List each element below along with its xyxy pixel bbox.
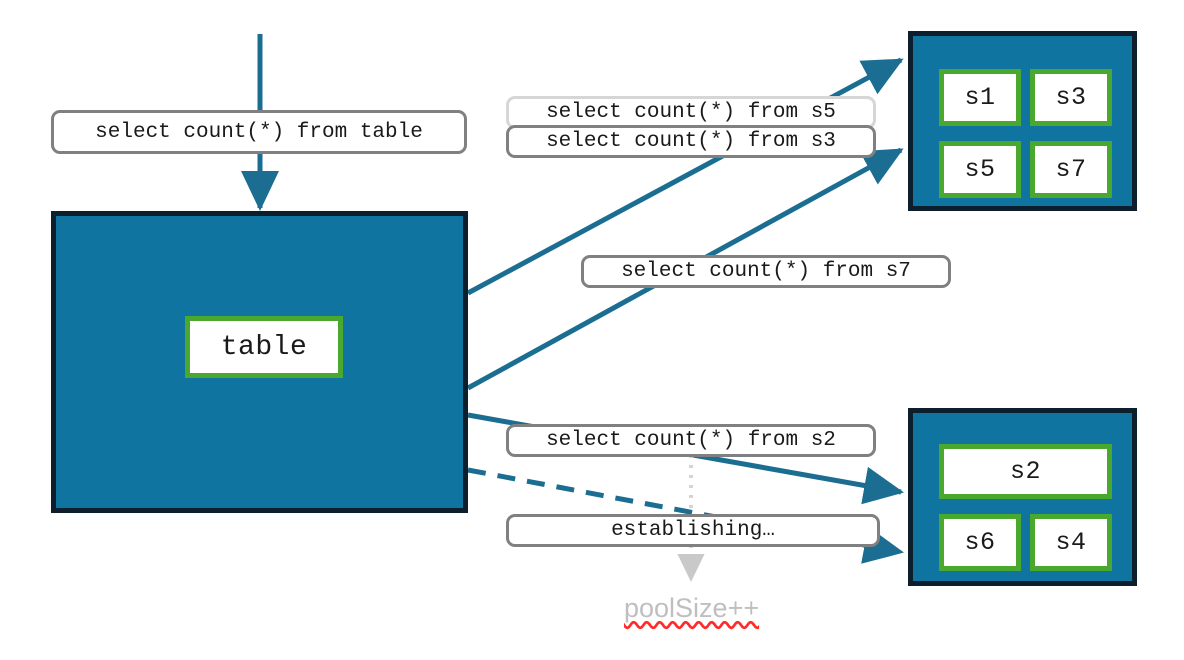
server-chip-s7-label: s7: [1055, 155, 1087, 184]
server-chip-s3-label: s3: [1055, 83, 1087, 112]
server-chip-s3[interactable]: s3: [1030, 69, 1112, 126]
table-chip-label: table: [220, 331, 308, 363]
poolsize-note-text: poolSize++: [624, 593, 760, 623]
pool-top[interactable]: s1 s3 s5 s7: [908, 31, 1137, 211]
server-chip-s4-label: s4: [1055, 528, 1087, 557]
server-chip-s1-label: s1: [964, 83, 996, 112]
entry-query-label[interactable]: select count(*) from table: [51, 110, 467, 154]
server-chip-s5-label: s5: [964, 155, 996, 184]
server-chip-s6-label: s6: [964, 528, 996, 557]
entry-query-text: select count(*) from table: [95, 120, 423, 144]
server-chip-s6[interactable]: s6: [939, 514, 1021, 571]
server-chip-s7[interactable]: s7: [1030, 141, 1112, 198]
query-label-s2-text: select count(*) from s2: [546, 429, 836, 452]
server-chip-s2[interactable]: s2: [939, 444, 1112, 499]
table-chip[interactable]: table: [185, 316, 343, 378]
server-chip-s4[interactable]: s4: [1030, 514, 1112, 571]
pool-bottom[interactable]: s2 s6 s4: [908, 408, 1137, 586]
table-container[interactable]: table: [51, 211, 468, 513]
query-label-s2[interactable]: select count(*) from s2: [506, 424, 876, 457]
establishing-label-text: establishing…: [611, 519, 775, 542]
server-chip-s2-label: s2: [1009, 457, 1041, 486]
query-label-s5-text: select count(*) from s5: [546, 101, 836, 124]
query-label-s7[interactable]: select count(*) from s7: [581, 255, 951, 288]
query-label-s3[interactable]: select count(*) from s3: [506, 125, 876, 158]
query-label-s7-text: select count(*) from s7: [621, 260, 911, 283]
server-chip-s1[interactable]: s1: [939, 69, 1021, 126]
establishing-label[interactable]: establishing…: [506, 514, 880, 547]
server-chip-s5[interactable]: s5: [939, 141, 1021, 198]
poolsize-note: poolSize++: [624, 593, 759, 624]
query-label-s3-text: select count(*) from s3: [546, 130, 836, 153]
